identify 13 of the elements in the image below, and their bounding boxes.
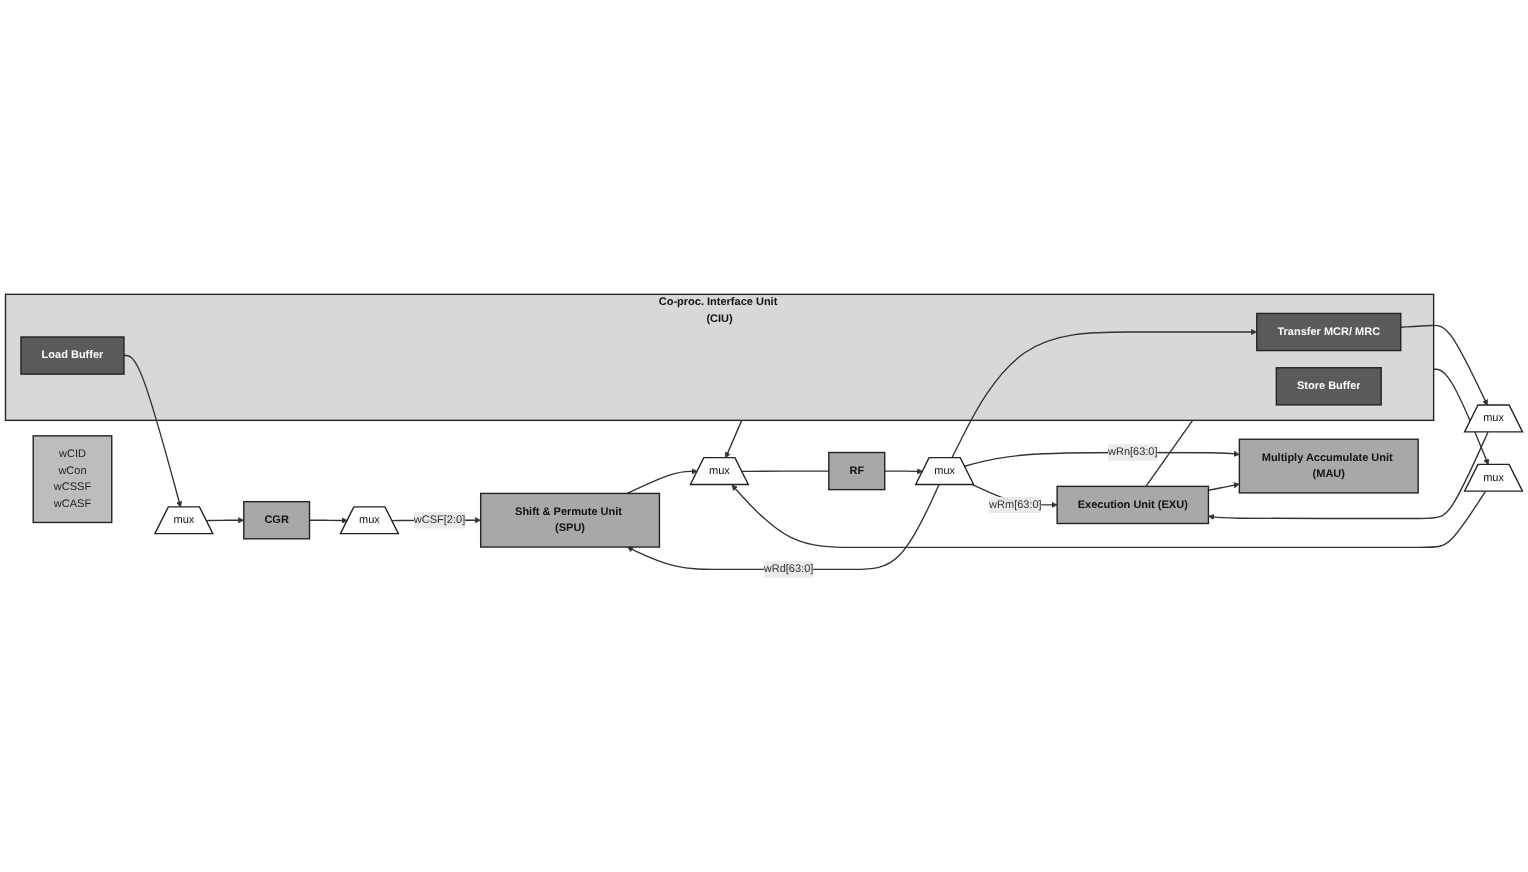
arrow	[1400, 324, 1488, 406]
arrow	[884, 468, 923, 475]
arrow	[205, 517, 245, 524]
arrow	[1208, 431, 1489, 520]
arrow	[1207, 482, 1240, 491]
arrow	[123, 354, 183, 508]
arrow	[626, 468, 698, 495]
connector	[741, 470, 830, 473]
connector	[1145, 419, 1194, 488]
arrow	[1432, 368, 1490, 465]
arrow	[724, 419, 743, 459]
arrow	[308, 517, 348, 524]
arrow	[951, 328, 1258, 459]
